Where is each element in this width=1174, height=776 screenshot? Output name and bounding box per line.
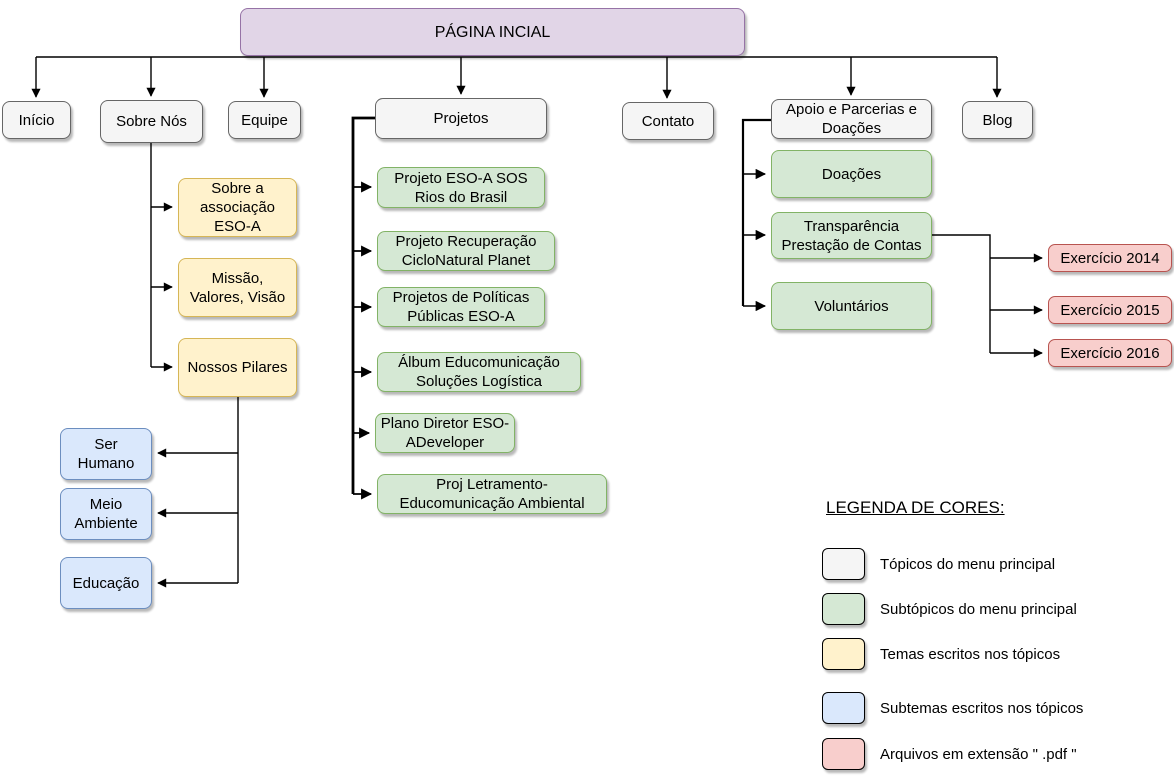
legend-item-subtopics: Subtópicos do menu principal <box>822 593 1077 625</box>
node-apoio-parcerias-doacoes: Apoio e Parcerias e Doações <box>771 99 932 139</box>
node-exercicio-2016: Exercício 2016 <box>1048 339 1172 367</box>
legend-title: LEGENDA DE CORES: <box>826 498 1005 517</box>
legend-swatch-green <box>822 593 865 625</box>
legend-swatch-red <box>822 738 865 770</box>
node-ser-humano: Ser Humano <box>60 428 152 480</box>
node-sobre-nos: Sobre Nós <box>100 100 203 143</box>
node-educacao: Educação <box>60 557 152 609</box>
node-missao-valores-visao: Missão, Valores, Visão <box>178 258 297 317</box>
legend-label: Tópicos do menu principal <box>880 555 1056 573</box>
legend-item-pdf-files: Arquivos em extensão " .pdf " <box>822 738 1077 770</box>
node-transparencia: Transparência Prestação de Contas <box>771 212 932 259</box>
legend-item-themes: Temas escritos nos tópicos <box>822 638 1060 670</box>
legend-item-main-topics: Tópicos do menu principal <box>822 548 1055 580</box>
node-blog: Blog <box>962 101 1033 139</box>
legend-label: Subtemas escritos nos tópicos <box>880 699 1084 717</box>
node-sobre-associacao: Sobre a associação ESO-A <box>178 178 297 237</box>
node-inicio: Início <box>2 101 71 139</box>
node-contato: Contato <box>622 102 714 140</box>
node-proj-letramento: Proj Letramento- Educomunicação Ambienta… <box>377 474 607 514</box>
legend-label: Arquivos em extensão " .pdf " <box>880 745 1077 763</box>
legend-swatch-yellow <box>822 638 865 670</box>
node-projeto-ciclonatural: Projeto Recuperação CicloNatural Planet <box>377 231 555 271</box>
legend-label: Subtópicos do menu principal <box>880 600 1077 618</box>
legend-label: Temas escritos nos tópicos <box>880 645 1061 663</box>
legend-item-subthemes: Subtemas escritos nos tópicos <box>822 692 1083 724</box>
edge-transparencia-trunk <box>932 234 991 353</box>
node-projetos-politicas-publicas: Projetos de Políticas Públicas ESO-A <box>377 287 545 327</box>
node-projetos: Projetos <box>375 98 547 139</box>
node-voluntarios: Voluntários <box>771 282 932 330</box>
node-nossos-pilares: Nossos Pilares <box>178 338 297 397</box>
node-album-educomunicacao: Álbum Educomunicação Soluções Logística <box>377 352 581 392</box>
node-meio-ambiente: Meio Ambiente <box>60 488 152 540</box>
node-pagina-inicial: PÁGINA INCIAL <box>240 8 745 56</box>
node-exercicio-2014: Exercício 2014 <box>1048 244 1172 272</box>
node-projeto-sos-rios: Projeto ESO-A SOS Rios do Brasil <box>377 167 545 208</box>
node-equipe: Equipe <box>228 101 301 139</box>
edge-projetos-trunk <box>351 116 375 494</box>
node-exercicio-2015: Exercício 2015 <box>1048 296 1172 324</box>
node-doacoes: Doações <box>771 150 932 198</box>
node-plano-diretor: Plano Diretor ESO-ADeveloper <box>375 413 515 453</box>
edge-apoio-trunk <box>741 118 771 306</box>
legend-swatch-gray <box>822 548 865 580</box>
legend-swatch-blue <box>822 692 865 724</box>
